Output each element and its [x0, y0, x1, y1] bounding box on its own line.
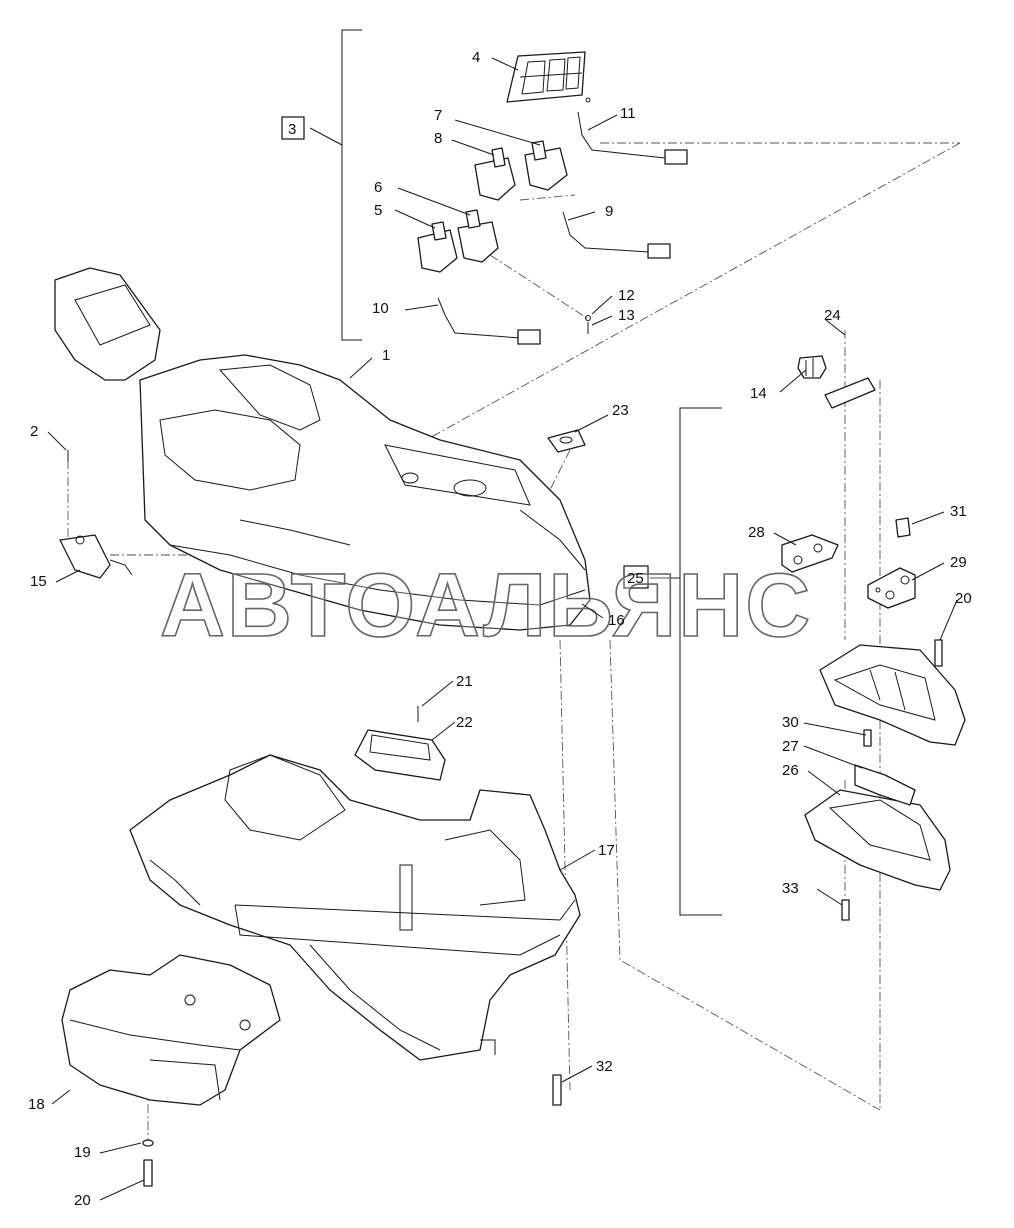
callout-32: 32	[596, 1058, 613, 1075]
plate-part-28	[781, 534, 839, 573]
callout-27: 27	[782, 738, 799, 755]
bracket-part-15	[59, 450, 133, 579]
callout-24: 24	[824, 307, 841, 324]
callout-2: 2	[30, 423, 38, 440]
callout-4: 4	[472, 49, 480, 66]
callout-6: 6	[374, 179, 382, 196]
callout-16: 16	[608, 612, 625, 629]
callout-9: 9	[605, 203, 613, 220]
switch-modules	[417, 140, 568, 273]
callout-3: 3	[288, 121, 296, 138]
fasteners	[67, 452, 943, 1187]
callout-28: 28	[748, 524, 765, 541]
callout-18: 18	[28, 1096, 45, 1113]
callout-29: 29	[950, 554, 967, 571]
watermark-text: АВТОАЛЬЯНС	[160, 556, 812, 656]
clip-part-23	[547, 429, 586, 453]
callout-14: 14	[750, 385, 767, 402]
cover-part-18	[61, 954, 281, 1106]
callout-22: 22	[456, 714, 473, 731]
bracket-group-3	[281, 29, 362, 341]
callout-30: 30	[782, 714, 799, 731]
plate-part-29	[867, 567, 916, 609]
callout-7: 7	[434, 107, 442, 124]
armrest-upper-part	[819, 644, 966, 746]
callout-19: 19	[74, 1144, 91, 1161]
pad-part-24	[824, 377, 876, 409]
callout-11: 11	[620, 105, 636, 122]
callout-box-25	[623, 565, 649, 589]
callout-box-3	[281, 116, 305, 140]
callout-33: 33	[782, 880, 799, 897]
callout-5: 5	[374, 202, 382, 219]
upper-console-part	[54, 267, 591, 631]
callout-25: 25	[627, 570, 644, 587]
wire-harnesses	[437, 111, 688, 345]
callout-8: 8	[434, 130, 442, 147]
bracket-group-25	[623, 407, 722, 916]
callout-31: 31	[950, 503, 967, 520]
callout-1: 1	[382, 347, 390, 364]
callout-10: 10	[372, 300, 389, 317]
knob-part-14	[797, 355, 827, 379]
switch-panel-part	[506, 51, 591, 103]
lower-console-part	[129, 754, 581, 1061]
cap-part-31	[895, 517, 911, 538]
callout-21: 21	[456, 673, 473, 690]
callout-15: 15	[30, 573, 47, 590]
callout-12: 12	[618, 287, 635, 304]
callout-13: 13	[618, 307, 635, 324]
fuse-box-part-22	[354, 706, 446, 781]
callout-17: 17	[598, 842, 615, 859]
callout-26: 26	[782, 762, 799, 779]
callout-20-upper: 20	[955, 590, 972, 607]
callout-20-lower: 20	[74, 1192, 91, 1209]
callout-23: 23	[612, 402, 629, 419]
callout-labels: 4 3 7 11 8 6 5 9 10 12 13 1 24 14 23 2 3…	[28, 49, 972, 1209]
callout-leaders	[47, 57, 958, 1201]
armrest-lower-part	[804, 764, 951, 891]
